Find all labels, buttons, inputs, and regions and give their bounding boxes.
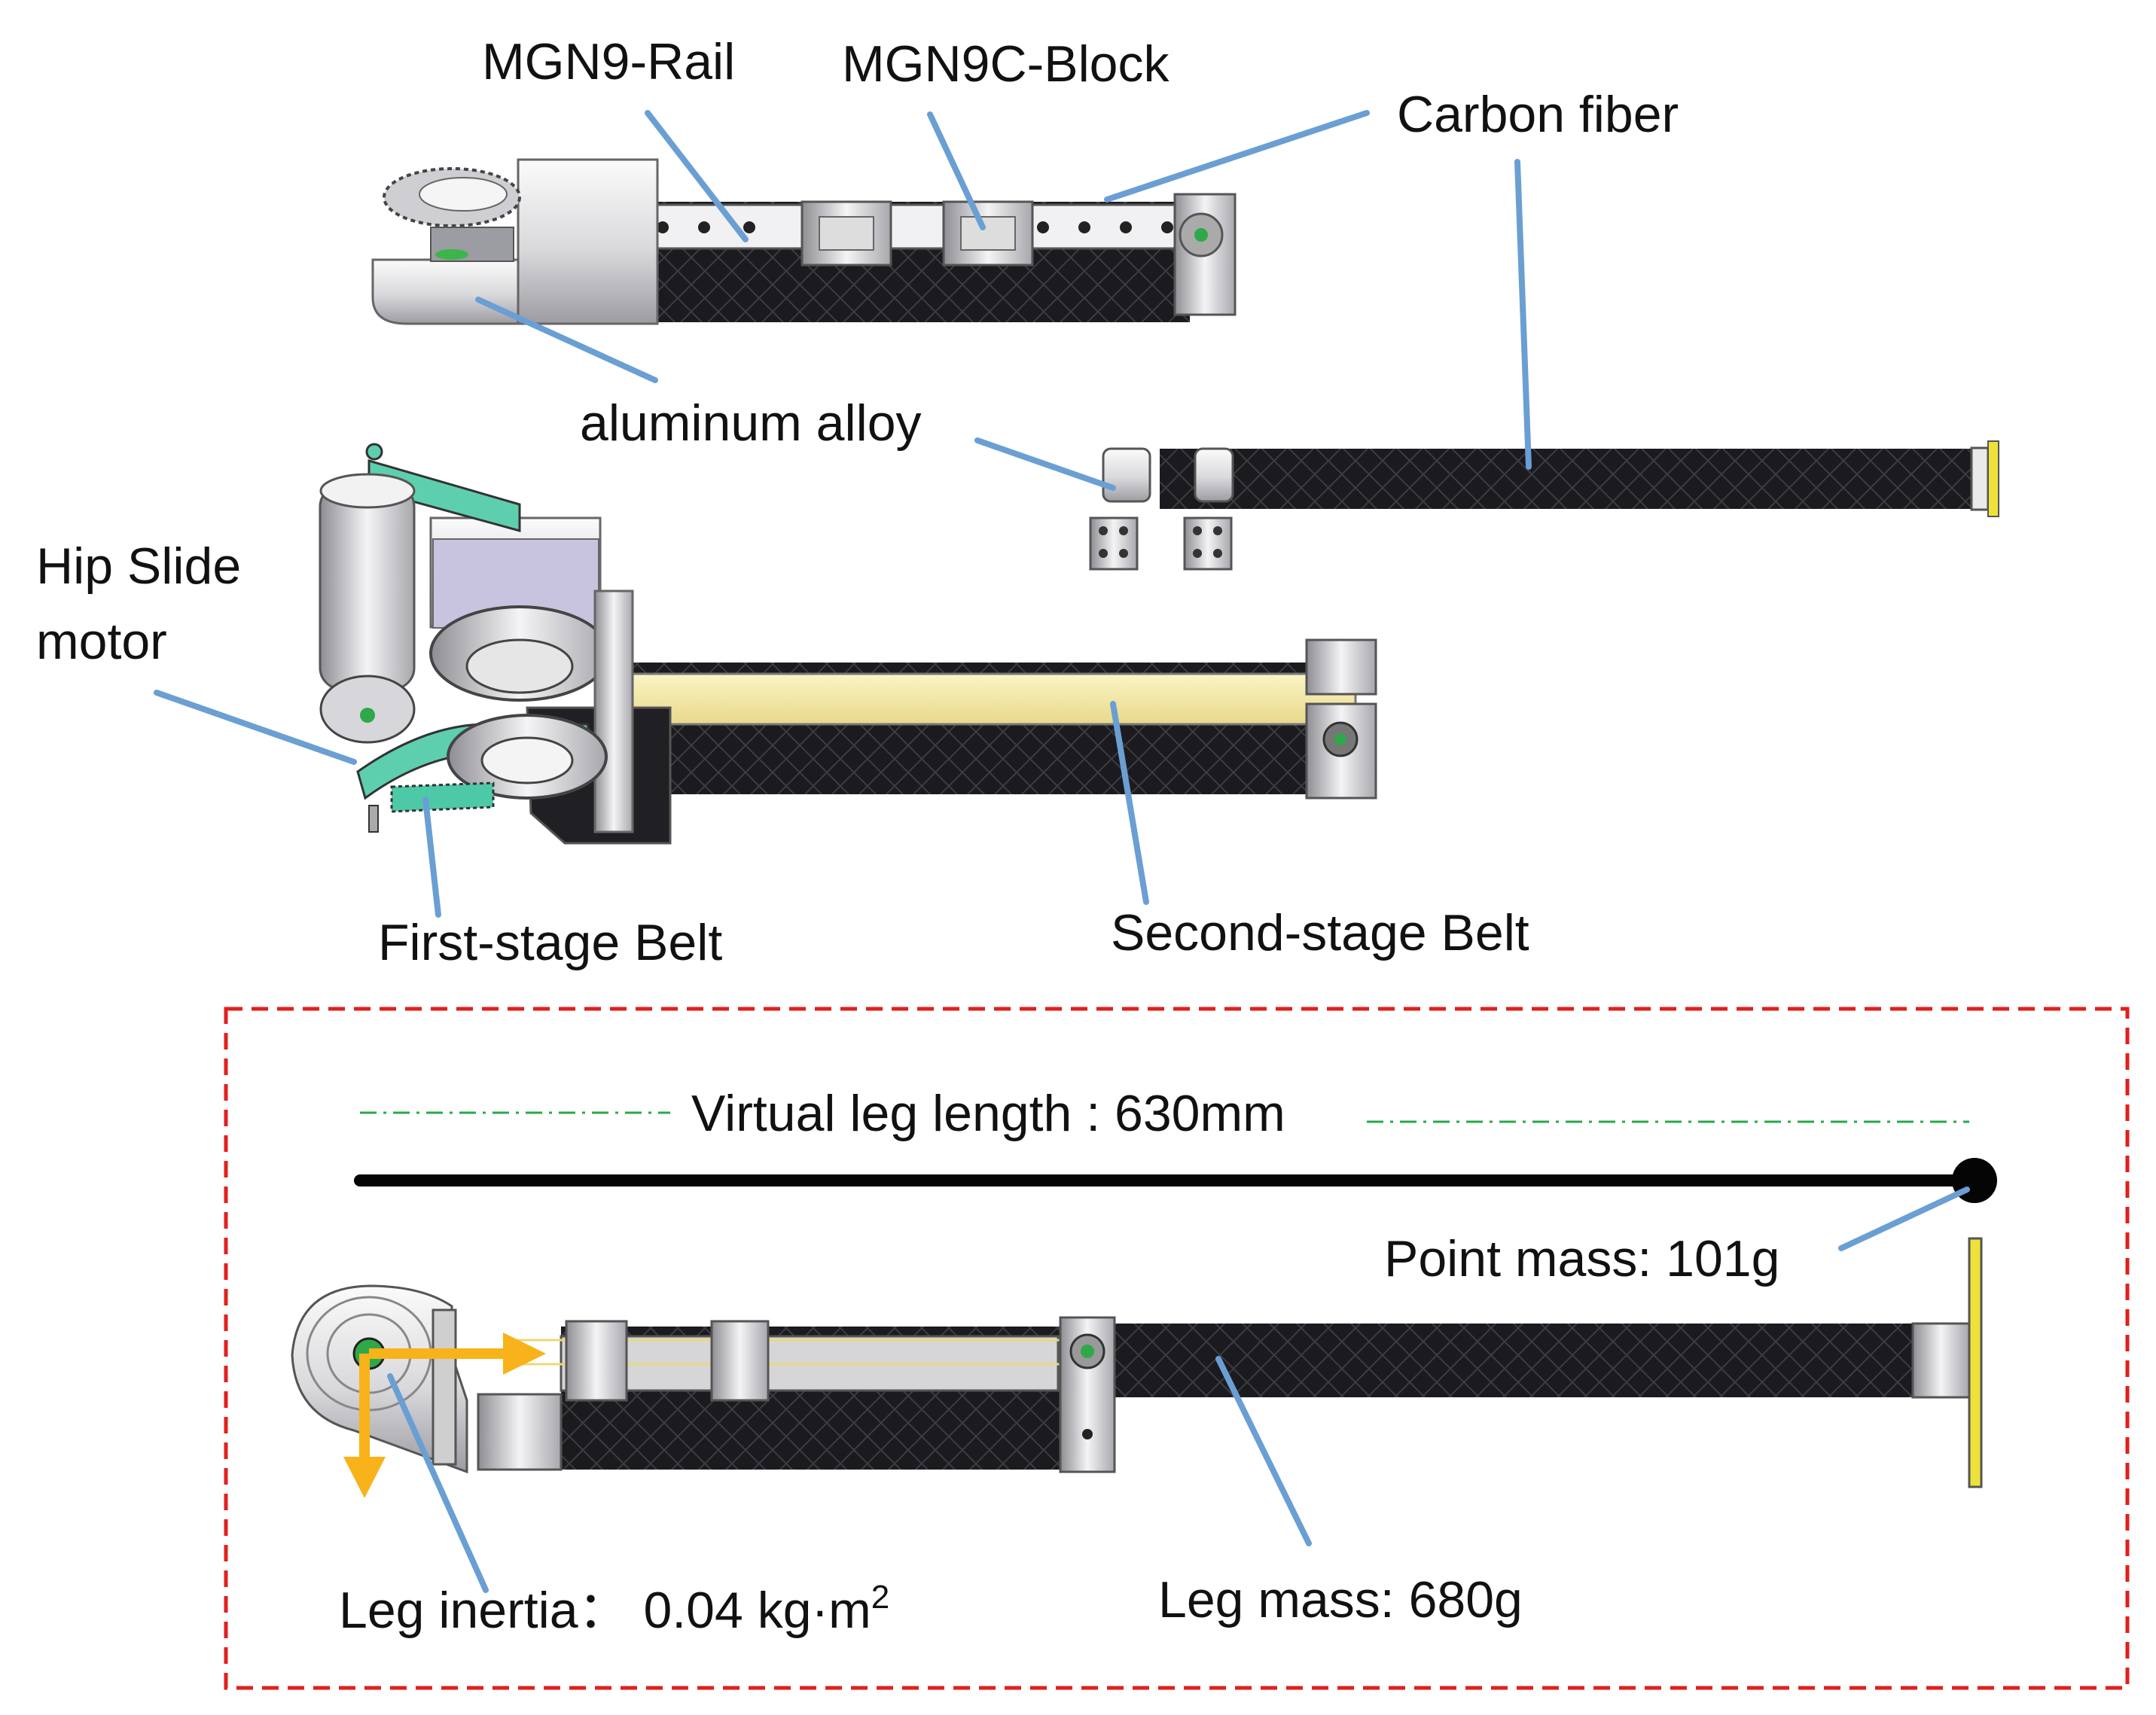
leader-leg-inertia [387, 1373, 489, 1593]
top-leg-assembly [371, 158, 1237, 325]
carbon-fiber-tube [1089, 440, 1999, 571]
leader-carbon-top [1104, 110, 1370, 203]
rail-holes [657, 221, 1173, 233]
leader-rail [645, 110, 749, 242]
label-first-stage-belt: First-stage Belt [378, 914, 722, 971]
slider-block-model-2 [710, 1320, 770, 1402]
foot-plate [1968, 1237, 1983, 1488]
pulley-housing-top [371, 258, 520, 325]
end-bracket-mid-1 [1305, 638, 1377, 696]
clamp-1 [1089, 447, 1151, 571]
simplified-model-panel: Virtual leg length : 630mm [224, 1007, 2130, 1690]
label-aluminum-alloy: aluminum alloy [580, 394, 922, 452]
slider-block-model-1 [565, 1320, 628, 1402]
hip-slide-motor-body [319, 484, 416, 690]
inertia-exponent: 2 [871, 1579, 889, 1616]
clamp-2 [1183, 447, 1234, 571]
label-carbon-fiber: Carbon fiber [1397, 86, 1679, 143]
leader-aluminum-clamp [974, 437, 1116, 491]
label-second-stage-belt: Second-stage Belt [1111, 904, 1529, 961]
leader-hip-motor [154, 690, 357, 765]
label-motor: motor [36, 613, 167, 670]
label-mgn9-rail: MGN9-Rail [482, 33, 735, 90]
leader-aluminum-top [475, 297, 658, 383]
label-point-mass: Point mass: 101g [1384, 1230, 1779, 1287]
second-stage-belt-band [631, 672, 1357, 726]
leader-second-belt [1110, 701, 1149, 905]
leader-point-mass [1838, 1186, 1970, 1251]
foot-collar [1911, 1322, 1971, 1399]
label-leg-mass: Leg mass: 680g [1158, 1571, 1523, 1628]
model-frame [224, 1007, 2130, 1690]
tube-endcap [1970, 446, 1990, 511]
carbon-tube-model [1115, 1324, 1922, 1397]
leader-carbon-right [1514, 159, 1532, 470]
hip-pulley-housing-model [291, 1284, 468, 1474]
hip-housing-top [517, 158, 659, 325]
callout-leaders [154, 110, 1532, 918]
first-stage-gear-teeth [390, 781, 495, 813]
linear-rail [648, 203, 1187, 250]
tube-end-plate [1987, 440, 1999, 517]
leader-first-belt [422, 797, 441, 918]
carbon-tube-right [1160, 449, 1988, 509]
label-mgn9c-block: MGN9C-Block [842, 35, 1169, 93]
leader-block [927, 111, 986, 230]
label-leg-inertia: Leg inertia： 0.04 kg·m2 [339, 1579, 889, 1639]
label-virtual-leg-length: Virtual leg length : 630mm [691, 1085, 1285, 1142]
middle-leg-assembly [319, 443, 1377, 845]
axis-arrows [343, 1333, 546, 1498]
label-hip-slide: Hip Slide [36, 538, 241, 595]
leader-leg-mass [1215, 1356, 1312, 1546]
